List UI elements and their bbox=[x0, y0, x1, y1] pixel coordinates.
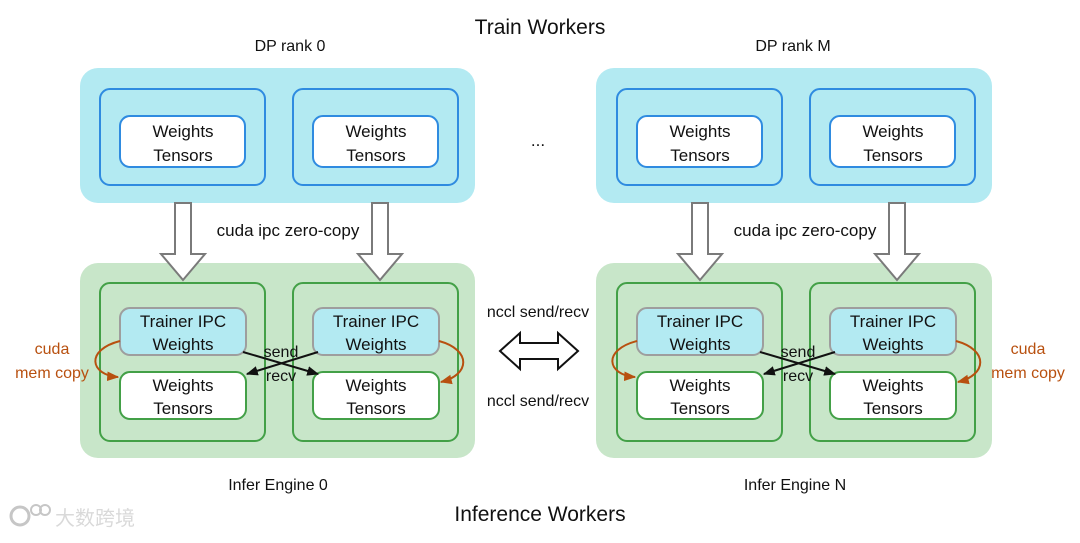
recv-arrow bbox=[245, 351, 319, 376]
weights-tensors-label: Weights bbox=[345, 376, 406, 395]
down-arrow-icon bbox=[675, 202, 725, 282]
weights-tensors-label: Tensors bbox=[346, 399, 406, 418]
dp-rank-0-label: DP rank 0 bbox=[255, 38, 326, 55]
trainer-ipc-label: Weights bbox=[152, 335, 213, 354]
weights-tensors-label: Weights bbox=[345, 122, 406, 141]
mem-copy-label: cuda bbox=[35, 341, 70, 358]
double-arrow-icon bbox=[498, 330, 580, 372]
weights-tensors-label: Weights bbox=[862, 122, 923, 141]
mem-copy-arrow bbox=[611, 340, 638, 382]
trainer-ipc-label: Trainer IPC bbox=[850, 312, 936, 331]
infer-engine-0-label: Infer Engine 0 bbox=[228, 477, 328, 494]
infer-group-right: Trainer IPC Weights Trainer IPC Weights … bbox=[596, 263, 992, 458]
mem-copy-label: mem copy bbox=[991, 365, 1065, 382]
trainer-ipc-label: Trainer IPC bbox=[333, 312, 419, 331]
recv-label: recv bbox=[783, 368, 813, 385]
dp-rank-m-label: DP rank M bbox=[755, 38, 830, 55]
inference-workers-title: Inference Workers bbox=[454, 503, 625, 526]
weights-tensors-label: Weights bbox=[669, 122, 730, 141]
recv-arrow bbox=[762, 351, 836, 376]
down-arrow-icon bbox=[872, 202, 922, 282]
weights-tensors-label: Weights bbox=[669, 376, 730, 395]
zero-copy-label: cuda ipc zero-copy bbox=[217, 221, 360, 240]
train-group-left: Weights Tensors Weights Tensors bbox=[80, 68, 475, 203]
weights-tensors-label: Tensors bbox=[863, 399, 923, 418]
train-group-right: Weights Tensors Weights Tensors bbox=[596, 68, 992, 203]
weights-tensors-label: Tensors bbox=[863, 146, 923, 165]
down-arrow-icon bbox=[355, 202, 405, 282]
train-workers-title: Train Workers bbox=[475, 16, 606, 39]
nccl-label: nccl send/recv bbox=[487, 393, 589, 410]
weights-tensors-label: Tensors bbox=[670, 399, 730, 418]
weights-tensors-label: Weights bbox=[152, 376, 213, 395]
trainer-ipc-label: Weights bbox=[669, 335, 730, 354]
weights-tensors-label: Tensors bbox=[346, 146, 406, 165]
weights-tensors-label: Weights bbox=[152, 122, 213, 141]
mem-copy-arrow bbox=[94, 340, 121, 382]
weights-tensors-label: Weights bbox=[862, 376, 923, 395]
infer-engine-n-label: Infer Engine N bbox=[744, 477, 846, 494]
watermark-text: 大数跨境 bbox=[55, 507, 135, 530]
trainer-ipc-label: Trainer IPC bbox=[140, 312, 226, 331]
send-label: send bbox=[781, 344, 816, 361]
nccl-label: nccl send/recv bbox=[487, 304, 589, 321]
infer-group-left: Trainer IPC Weights Trainer IPC Weights … bbox=[80, 263, 475, 458]
mem-copy-label: cuda bbox=[1011, 341, 1046, 358]
zero-copy-label: cuda ipc zero-copy bbox=[734, 221, 877, 240]
trainer-ipc-label: Weights bbox=[862, 335, 923, 354]
weights-tensors-label: Tensors bbox=[153, 146, 213, 165]
recv-label: recv bbox=[266, 368, 296, 385]
send-label: send bbox=[264, 344, 299, 361]
weights-tensors-label: Tensors bbox=[670, 146, 730, 165]
mem-copy-arrow bbox=[955, 340, 982, 385]
trainer-ipc-label: Trainer IPC bbox=[657, 312, 743, 331]
ellipsis: ... bbox=[531, 131, 545, 150]
mem-copy-arrow bbox=[438, 340, 465, 385]
watermark-logo: 大数跨境 bbox=[9, 504, 135, 530]
down-arrow-icon bbox=[158, 202, 208, 282]
weights-tensors-label: Tensors bbox=[153, 399, 213, 418]
mem-copy-label: mem copy bbox=[15, 365, 89, 382]
trainer-ipc-label: Weights bbox=[345, 335, 406, 354]
zero-copy-arrows bbox=[158, 202, 922, 282]
